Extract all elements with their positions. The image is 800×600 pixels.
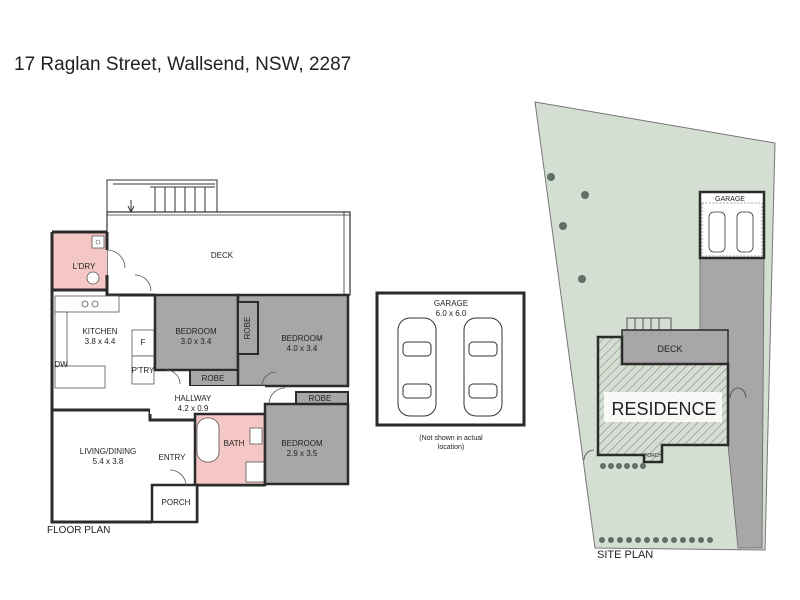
label-bedroom-3: BEDROOM xyxy=(281,439,323,448)
floor-plan-caption: FLOOR PLAN xyxy=(47,525,110,536)
site-porch-label: PORCH xyxy=(644,453,662,459)
kitchen-benches xyxy=(54,295,155,389)
car-icon xyxy=(708,211,754,253)
deck-stairs xyxy=(106,179,218,214)
label-robe-3: ROBE xyxy=(309,394,332,403)
label-dishwasher: DW xyxy=(54,360,68,369)
garage-inset-label: GARAGE xyxy=(434,299,468,308)
hallway xyxy=(150,386,265,414)
label-bedroom-3-size: 2.9 x 3.5 xyxy=(287,449,318,458)
label-kitchen-size: 3.8 x 4.4 xyxy=(85,337,116,346)
label-hallway: HALLWAY xyxy=(175,394,212,403)
label-bedroom-1: BEDROOM xyxy=(175,327,217,336)
floor-plan: DECK L'DRY KITCHEN 3.8 x 4.4 F P'TRY DW … xyxy=(47,179,351,536)
label-living-size: 5.4 x 3.8 xyxy=(93,457,124,466)
tree-icons xyxy=(547,173,589,283)
garage-inset-note-2: location) xyxy=(438,444,464,451)
label-bedroom-1-size: 3.0 x 3.4 xyxy=(181,337,212,346)
label-fridge: F xyxy=(141,338,146,347)
label-hallway-size: 4.2 x 0.9 xyxy=(178,404,209,413)
garage-inset: GARAGE 6.0 x 6.0 (Not shown in actual lo… xyxy=(375,291,526,451)
hedge-row xyxy=(599,537,713,543)
residence-label: RESIDENCE xyxy=(611,399,716,419)
site-deck-label: DECK xyxy=(657,344,682,354)
bedroom-3 xyxy=(263,402,350,486)
site-plan: GARAGE DECK RESIDENCE PORCH xyxy=(534,101,776,561)
label-living: LIVING/DINING xyxy=(80,447,136,456)
label-bedroom-2-size: 4.0 x 3.4 xyxy=(287,344,318,353)
garage-inset-size: 6.0 x 6.0 xyxy=(436,309,467,318)
label-deck: DECK xyxy=(211,251,234,260)
label-porch: PORCH xyxy=(162,498,191,507)
car-icon xyxy=(463,317,503,417)
property-address: 17 Raglan Street, Wallsend, NSW, 2287 xyxy=(14,54,352,75)
site-deck xyxy=(621,329,729,365)
car-icon xyxy=(397,317,437,417)
garage-inset-note-1: (Not shown in actual xyxy=(419,435,483,442)
label-robe-2: ROBE xyxy=(243,317,252,340)
hedge-row xyxy=(600,463,646,469)
site-plan-caption: SITE PLAN xyxy=(597,549,653,561)
porch xyxy=(150,483,199,524)
label-laundry: L'DRY xyxy=(73,262,96,271)
label-bedroom-2: BEDROOM xyxy=(281,334,323,343)
bedroom-1 xyxy=(153,293,240,372)
robe-2 xyxy=(237,301,259,355)
label-pantry: P'TRY xyxy=(132,366,155,375)
label-kitchen: KITCHEN xyxy=(82,327,117,336)
label-bath: BATH xyxy=(224,439,245,448)
label-entry: ENTRY xyxy=(159,453,187,462)
site-garage-label: GARAGE xyxy=(715,196,745,203)
label-robe-1: ROBE xyxy=(202,374,225,383)
